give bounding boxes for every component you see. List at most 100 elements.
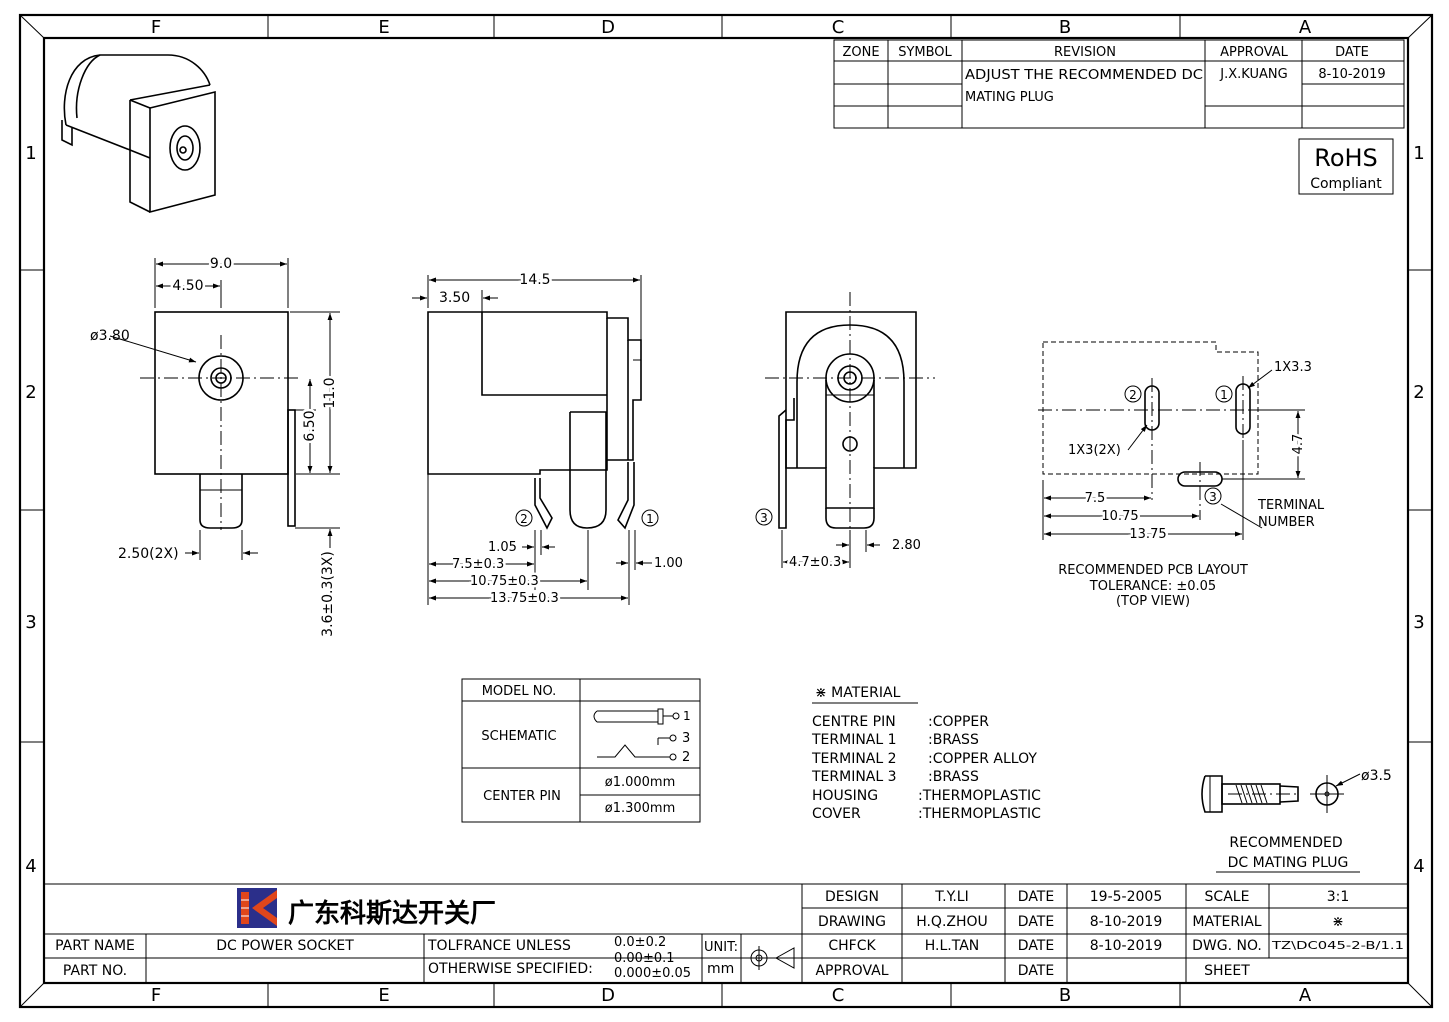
- design-date-label: DATE: [1018, 889, 1054, 905]
- material-value-0: :COPPER: [928, 714, 989, 730]
- zone-row-4: 4: [25, 856, 36, 877]
- center-pin-dia-1: ø1.000mm: [605, 775, 676, 790]
- side-dim-offset: 3.50: [439, 290, 470, 306]
- scale-value: 3:1: [1327, 889, 1350, 905]
- zone-col-c: C: [832, 17, 845, 38]
- company-name: 广东科斯达开关厂: [288, 898, 496, 929]
- front-view: 9.0 4.50 ø3.80 11.0 6.50 2.50(2X) 3.6±0.…: [90, 254, 341, 637]
- pcb-terminal-label-1: TERMINAL: [1257, 498, 1325, 513]
- pcb-callout-3: 3: [1209, 490, 1217, 504]
- design-date: 19-5-2005: [1090, 889, 1162, 905]
- side-dim-b: 10.75±0.3: [470, 574, 539, 589]
- pcb-dim-v: 4.7: [1291, 434, 1306, 455]
- plug-caption-1: RECOMMENDED: [1229, 835, 1342, 851]
- revision-table: ZONE SYMBOL REVISION APPROVAL DATE J.X.K…: [833, 39, 1405, 129]
- tolerance-2: 0.00±0.1: [614, 951, 675, 966]
- company-logo: [237, 888, 277, 928]
- part-no-label: PART NO.: [63, 963, 127, 979]
- isometric-view: [61, 54, 216, 214]
- pcb-dim-a: 7.5: [1085, 491, 1106, 506]
- tolerance-label-1: TOLFRANCE UNLESS: [427, 938, 571, 954]
- zone-row-2-right: 2: [1413, 382, 1424, 403]
- front-dim-hole: ø3.80: [90, 328, 130, 344]
- rev-date: 8-10-2019: [1318, 67, 1385, 82]
- side-callout-1: 1: [646, 512, 654, 526]
- rear-dim-b: 2.80: [892, 538, 921, 553]
- title-block: 广东科斯达开关厂 PART NAME DC POWER SOCKET PART …: [44, 883, 1408, 983]
- check-label: CHFCK: [828, 938, 876, 954]
- zone-col-d: D: [601, 17, 615, 38]
- side-callout-2: 2: [520, 512, 528, 526]
- schematic-pin-2: 2: [682, 750, 690, 765]
- drawing-name: H.Q.ZHOU: [916, 914, 988, 930]
- rev-header-symbol: SYMBOL: [898, 45, 952, 60]
- approval-label: APPROVAL: [815, 963, 888, 979]
- mating-plug: ø3.5 RECOMMENDED DC MATING PLUG: [1201, 768, 1392, 873]
- pcb-caption-3: (TOP VIEW): [1116, 594, 1190, 609]
- plug-dim-dia: ø3.5: [1361, 768, 1392, 784]
- pcb-dim-c: 13.75: [1129, 527, 1166, 542]
- rev-approval: J.X.KUANG: [1219, 67, 1287, 82]
- zone-col-b: B: [1059, 17, 1071, 38]
- pcb-caption-2: TOLERANCE: ±0.05: [1089, 579, 1216, 594]
- zone-col-f: F: [151, 17, 161, 38]
- unit-label: UNIT:: [704, 940, 738, 955]
- model-no-label: MODEL NO.: [482, 684, 557, 699]
- scale-label: SCALE: [1205, 889, 1250, 905]
- zone-row-3: 3: [25, 612, 36, 633]
- check-date-label: DATE: [1018, 938, 1054, 954]
- pcb-callout-2: 2: [1129, 388, 1137, 402]
- rev-header-date: DATE: [1335, 45, 1369, 60]
- center-pin-dia-2: ø1.300mm: [605, 801, 676, 816]
- zone-col-c-bottom: C: [832, 985, 845, 1006]
- schematic-symbol: [593, 708, 680, 761]
- model-table: MODEL NO. SCHEMATIC CENTER PIN 1 3 2 ø1.…: [461, 678, 701, 823]
- rear-callout-3: 3: [760, 511, 768, 525]
- unit-value: mm: [707, 961, 734, 977]
- schematic-pin-1: 1: [683, 709, 691, 723]
- rev-header-approval: APPROVAL: [1220, 45, 1289, 60]
- side-dim-length: 14.5: [519, 272, 550, 288]
- rev-header-revision: REVISION: [1054, 45, 1116, 60]
- front-dim-half-width: 4.50: [172, 278, 203, 294]
- zone-row-1-right: 1: [1413, 143, 1424, 164]
- material-part-2: TERMINAL 2: [811, 751, 897, 767]
- front-dim-pin-length: 3.6±0.3(3X): [320, 551, 336, 637]
- pcb-slot-2: 1X3(2X): [1068, 443, 1121, 458]
- material-title: ⋇ MATERIAL: [815, 685, 901, 701]
- zone-col-b-bottom: B: [1059, 985, 1071, 1006]
- zone-col-a: A: [1299, 17, 1312, 38]
- material-value-1: :BRASS: [928, 732, 979, 748]
- zone-col-e: E: [378, 17, 389, 38]
- drawing-date: 8-10-2019: [1090, 914, 1162, 930]
- material-value-5: :THERMOPLASTIC: [918, 806, 1041, 822]
- rear-view: 3 4.7±0.3 2.80: [755, 292, 935, 573]
- design-name: T.Y.LI: [934, 889, 968, 905]
- pcb-dim-b: 10.75: [1101, 509, 1138, 524]
- material-value-2: :COPPER ALLOY: [928, 751, 1037, 767]
- dwg-number: TZ\DC045-2-B/1.1: [1271, 939, 1404, 952]
- schematic-pin-3: 3: [682, 731, 690, 746]
- check-date: 8-10-2019: [1090, 938, 1162, 954]
- rohs-title: RoHS: [1314, 144, 1378, 172]
- pcb-caption-1: RECOMMENDED PCB LAYOUT: [1058, 563, 1248, 578]
- design-label: DESIGN: [825, 889, 879, 905]
- rohs-subtitle: Compliant: [1310, 176, 1382, 192]
- zone-row-1: 1: [25, 143, 36, 164]
- pcb-slot-1: 1X3.3: [1274, 360, 1312, 375]
- side-dim-d: 1.00: [654, 556, 683, 571]
- material-value-4: :THERMOPLASTIC: [918, 788, 1041, 804]
- pcb-callout-1: 1: [1220, 388, 1228, 402]
- drawing-date-label: DATE: [1018, 914, 1054, 930]
- zone-row-2: 2: [25, 382, 36, 403]
- side-dim-c: 13.75±0.3: [490, 591, 559, 606]
- front-dim-center-height: 6.50: [302, 410, 318, 441]
- zone-col-d-bottom: D: [601, 985, 615, 1006]
- rear-dim-a: 4.7±0.3: [789, 555, 841, 570]
- rev-text-line1: ADJUST THE RECOMMENDED DC: [965, 68, 1203, 83]
- material-part-3: TERMINAL 3: [811, 769, 897, 785]
- zone-col-f-bottom: F: [151, 985, 161, 1006]
- material-label: MATERIAL: [1192, 914, 1261, 930]
- material-list: ⋇ MATERIAL CENTRE PIN :COPPER TERMINAL 1…: [811, 685, 1041, 822]
